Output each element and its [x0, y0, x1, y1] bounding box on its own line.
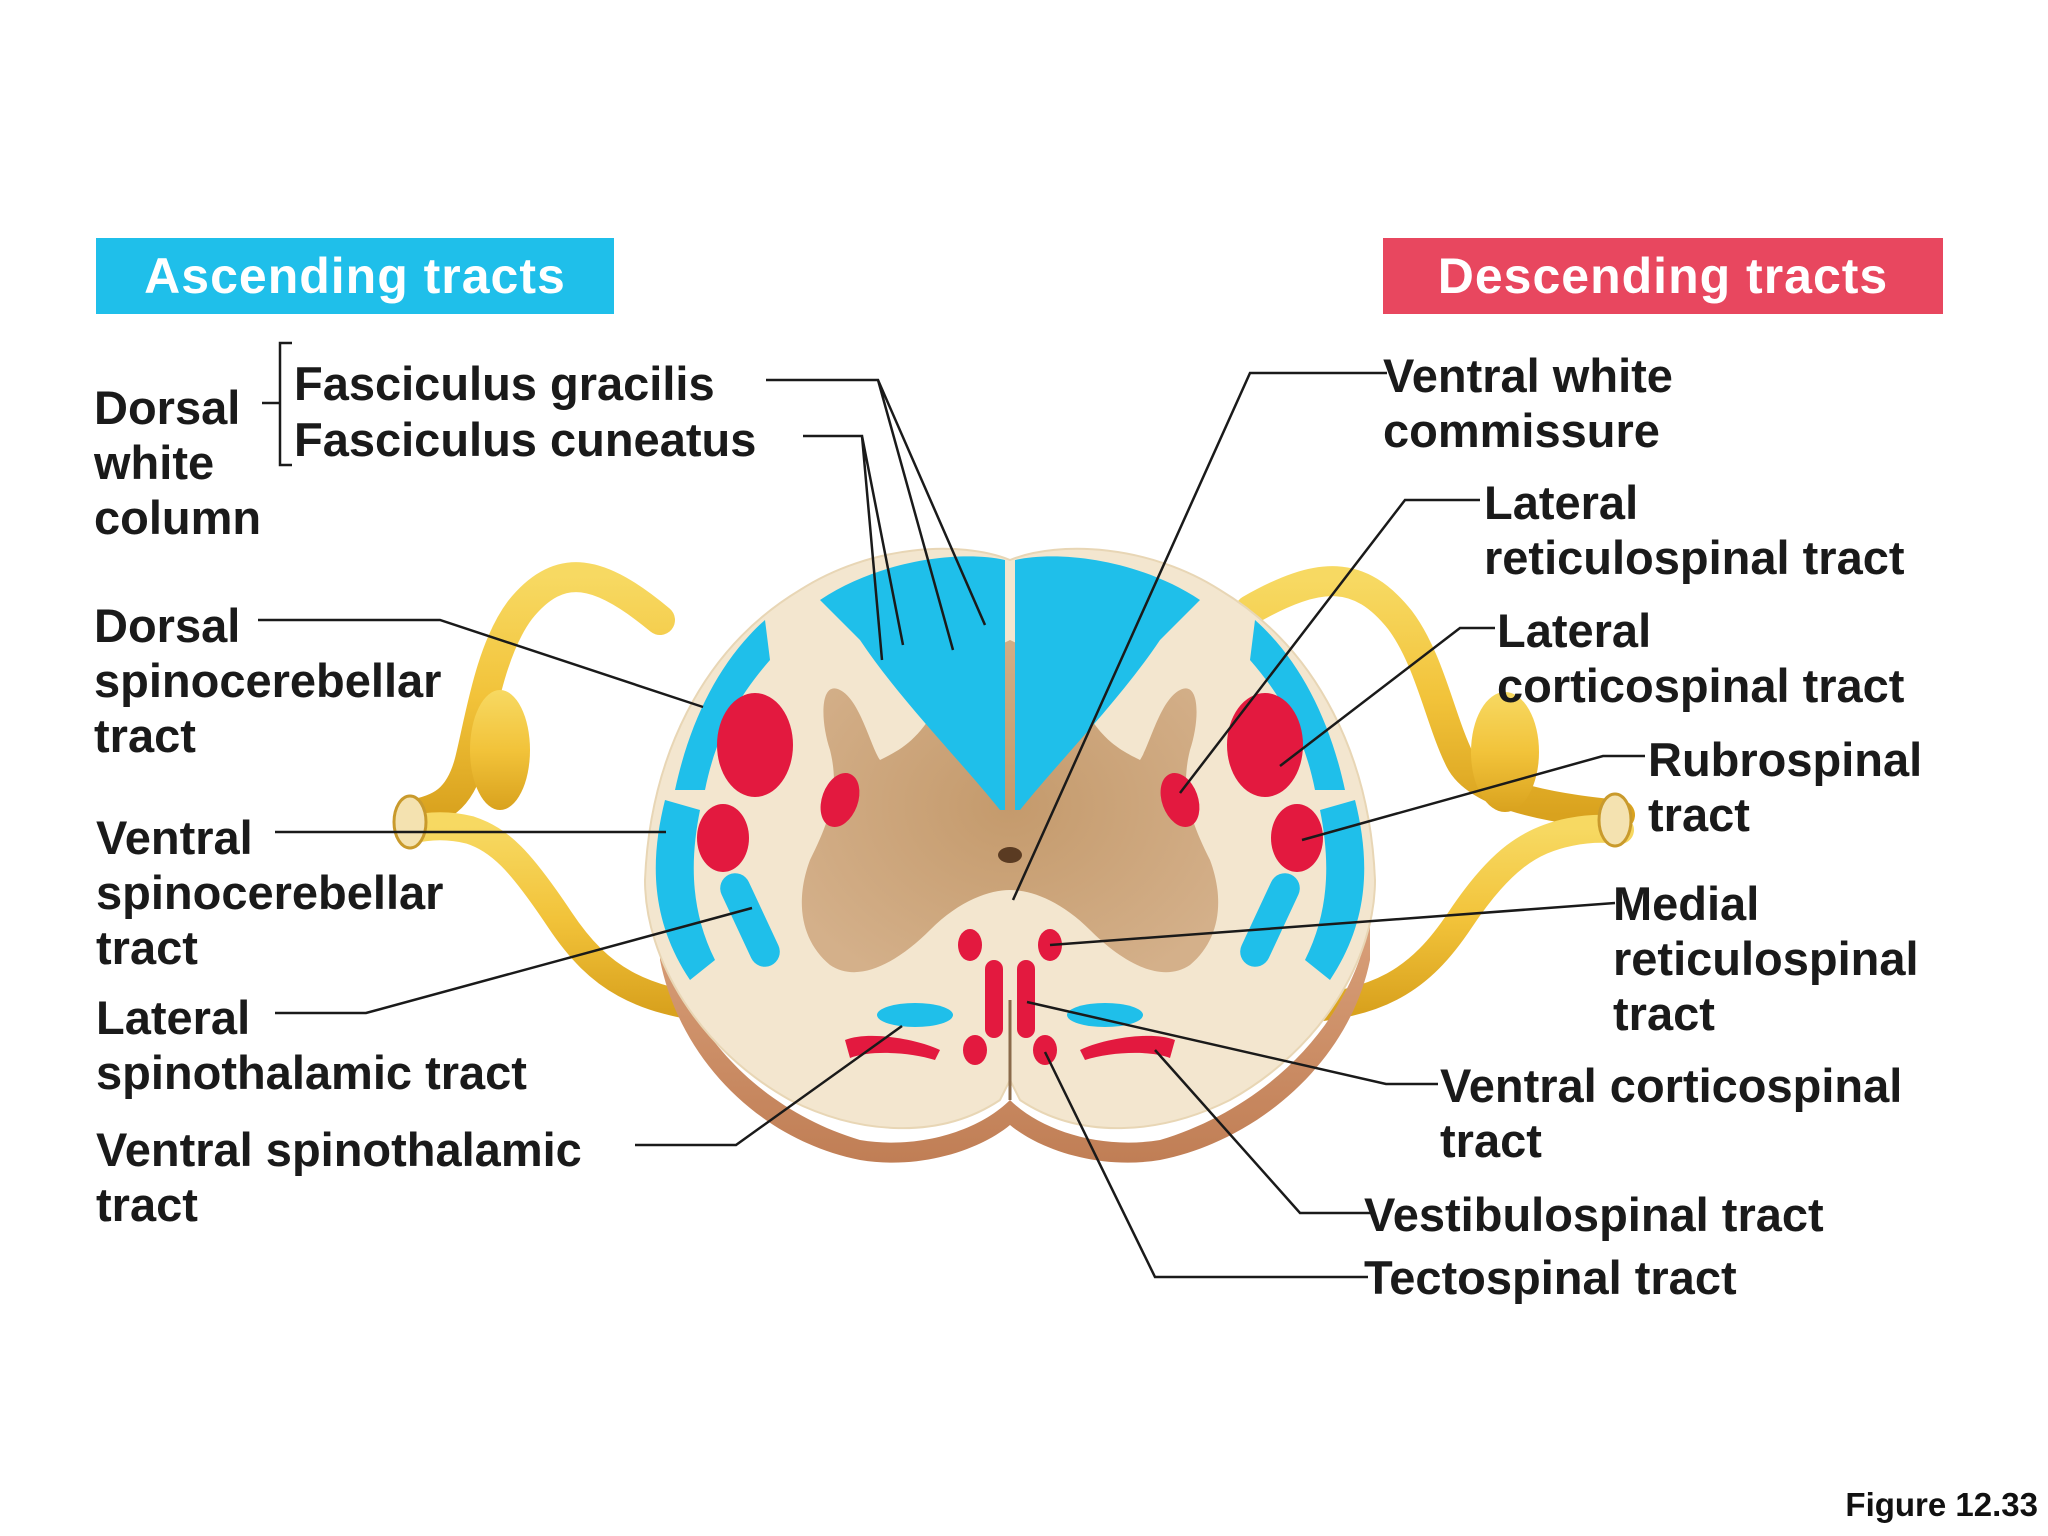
- leader-vestibulospinal: [1154, 1049, 1370, 1215]
- lateral-reticulospinal-left: [820, 772, 860, 828]
- label-lateral-spinothalamic: Lateral spinothalamic tract: [96, 991, 527, 1099]
- tectospinal-left: [963, 1035, 987, 1065]
- lateral-spinothalamic-left: [720, 873, 780, 967]
- leader-ventral-corticospinal: [1026, 1000, 1438, 1086]
- ventral-spinothalamic-left: [877, 1003, 953, 1027]
- label-lateral-corticospinal: Lateral corticospinal tract: [1497, 604, 1905, 712]
- label-medial-reticulospinal: Medial reticulospinal tract: [1613, 877, 1919, 1040]
- right-spinal-nerve: [1235, 566, 1635, 1059]
- label-tectospinal: Tectospinal tract: [1364, 1251, 1737, 1304]
- vestibulospinal-right: [1080, 1035, 1175, 1060]
- ventral-spinocerebellar-right: [1305, 800, 1365, 980]
- leader-dorsal-white-column-bracket: [262, 341, 292, 467]
- label-ventral-corticospinal: Ventral corticospinal tract: [1440, 1059, 1903, 1167]
- label-ventral-spinothalamic: Ventral spinothalamic tract: [96, 1123, 582, 1231]
- leader-lines: [258, 341, 1645, 1279]
- label-ventral-white-commissure: Ventral white commissure: [1383, 349, 1673, 457]
- leader-lateral-corticospinal: [1279, 626, 1495, 767]
- leader-ventral-spinothalamic: [635, 1024, 903, 1147]
- leader-dorsal-spinocerebellar: [258, 618, 704, 709]
- cord-cut-surface-side: [660, 920, 1370, 1163]
- medial-reticulospinal-left: [958, 929, 982, 961]
- leader-rubrospinal: [1301, 754, 1645, 842]
- fasciculus-gracilis-right: [1015, 556, 1200, 810]
- lateral-corticospinal-left: [717, 693, 793, 797]
- rubrospinal-right: [1271, 804, 1323, 872]
- dorsal-spinocerebellar-left: [675, 620, 770, 790]
- lateral-reticulospinal-right: [1160, 772, 1200, 828]
- gray-matter: [801, 640, 1219, 973]
- label-dorsal-white-column: Dorsal white column: [94, 381, 262, 544]
- ventral-spinothalamic-right: [1067, 1003, 1143, 1027]
- descending-tracts-header: Descending tracts: [1383, 238, 1943, 314]
- leader-lateral-reticulospinal: [1179, 498, 1480, 794]
- label-fasciculus-cuneatus: Fasciculus cuneatus: [294, 413, 757, 466]
- ventral-spinocerebellar-left: [655, 800, 715, 980]
- lateral-spinothalamic-right: [1240, 873, 1300, 967]
- leader-fasciculus-gracilis: [766, 378, 987, 651]
- label-dorsal-spinocerebellar: Dorsal spinocerebellar tract: [94, 599, 442, 762]
- ventral-corticospinal-left: [985, 960, 1003, 1038]
- leader-fasciculus-cuneatus: [803, 434, 905, 661]
- left-spinal-nerve: [392, 562, 775, 1059]
- rubrospinal-left: [697, 804, 749, 872]
- ventral-corticospinal-right: [1017, 960, 1035, 1038]
- leader-ventral-white-commissure: [1011, 371, 1387, 901]
- leader-tectospinal: [1043, 1051, 1368, 1279]
- vestibulospinal-left: [845, 1035, 940, 1060]
- leader-lateral-spinothalamic: [275, 906, 753, 1015]
- leader-medial-reticulospinal: [1049, 901, 1616, 947]
- label-ventral-spinocerebellar: Ventral spinocerebellar tract: [96, 811, 444, 974]
- central-canal: [998, 847, 1022, 863]
- label-lateral-reticulospinal: Lateral reticulospinal tract: [1484, 476, 1905, 584]
- label-rubrospinal: Rubrospinal tract: [1648, 733, 1923, 841]
- lateral-corticospinal-right: [1227, 693, 1303, 797]
- label-vestibulospinal: Vestibulospinal tract: [1364, 1188, 1824, 1241]
- tectospinal-right: [1033, 1035, 1057, 1065]
- label-fasciculus-gracilis: Fasciculus gracilis: [294, 357, 715, 410]
- fasciculus-gracilis-left: [820, 556, 1005, 810]
- dorsal-spinocerebellar-right: [1250, 620, 1345, 790]
- ascending-tracts-header: Ascending tracts: [96, 238, 614, 314]
- figure-number: Figure 12.33: [1845, 1486, 2038, 1523]
